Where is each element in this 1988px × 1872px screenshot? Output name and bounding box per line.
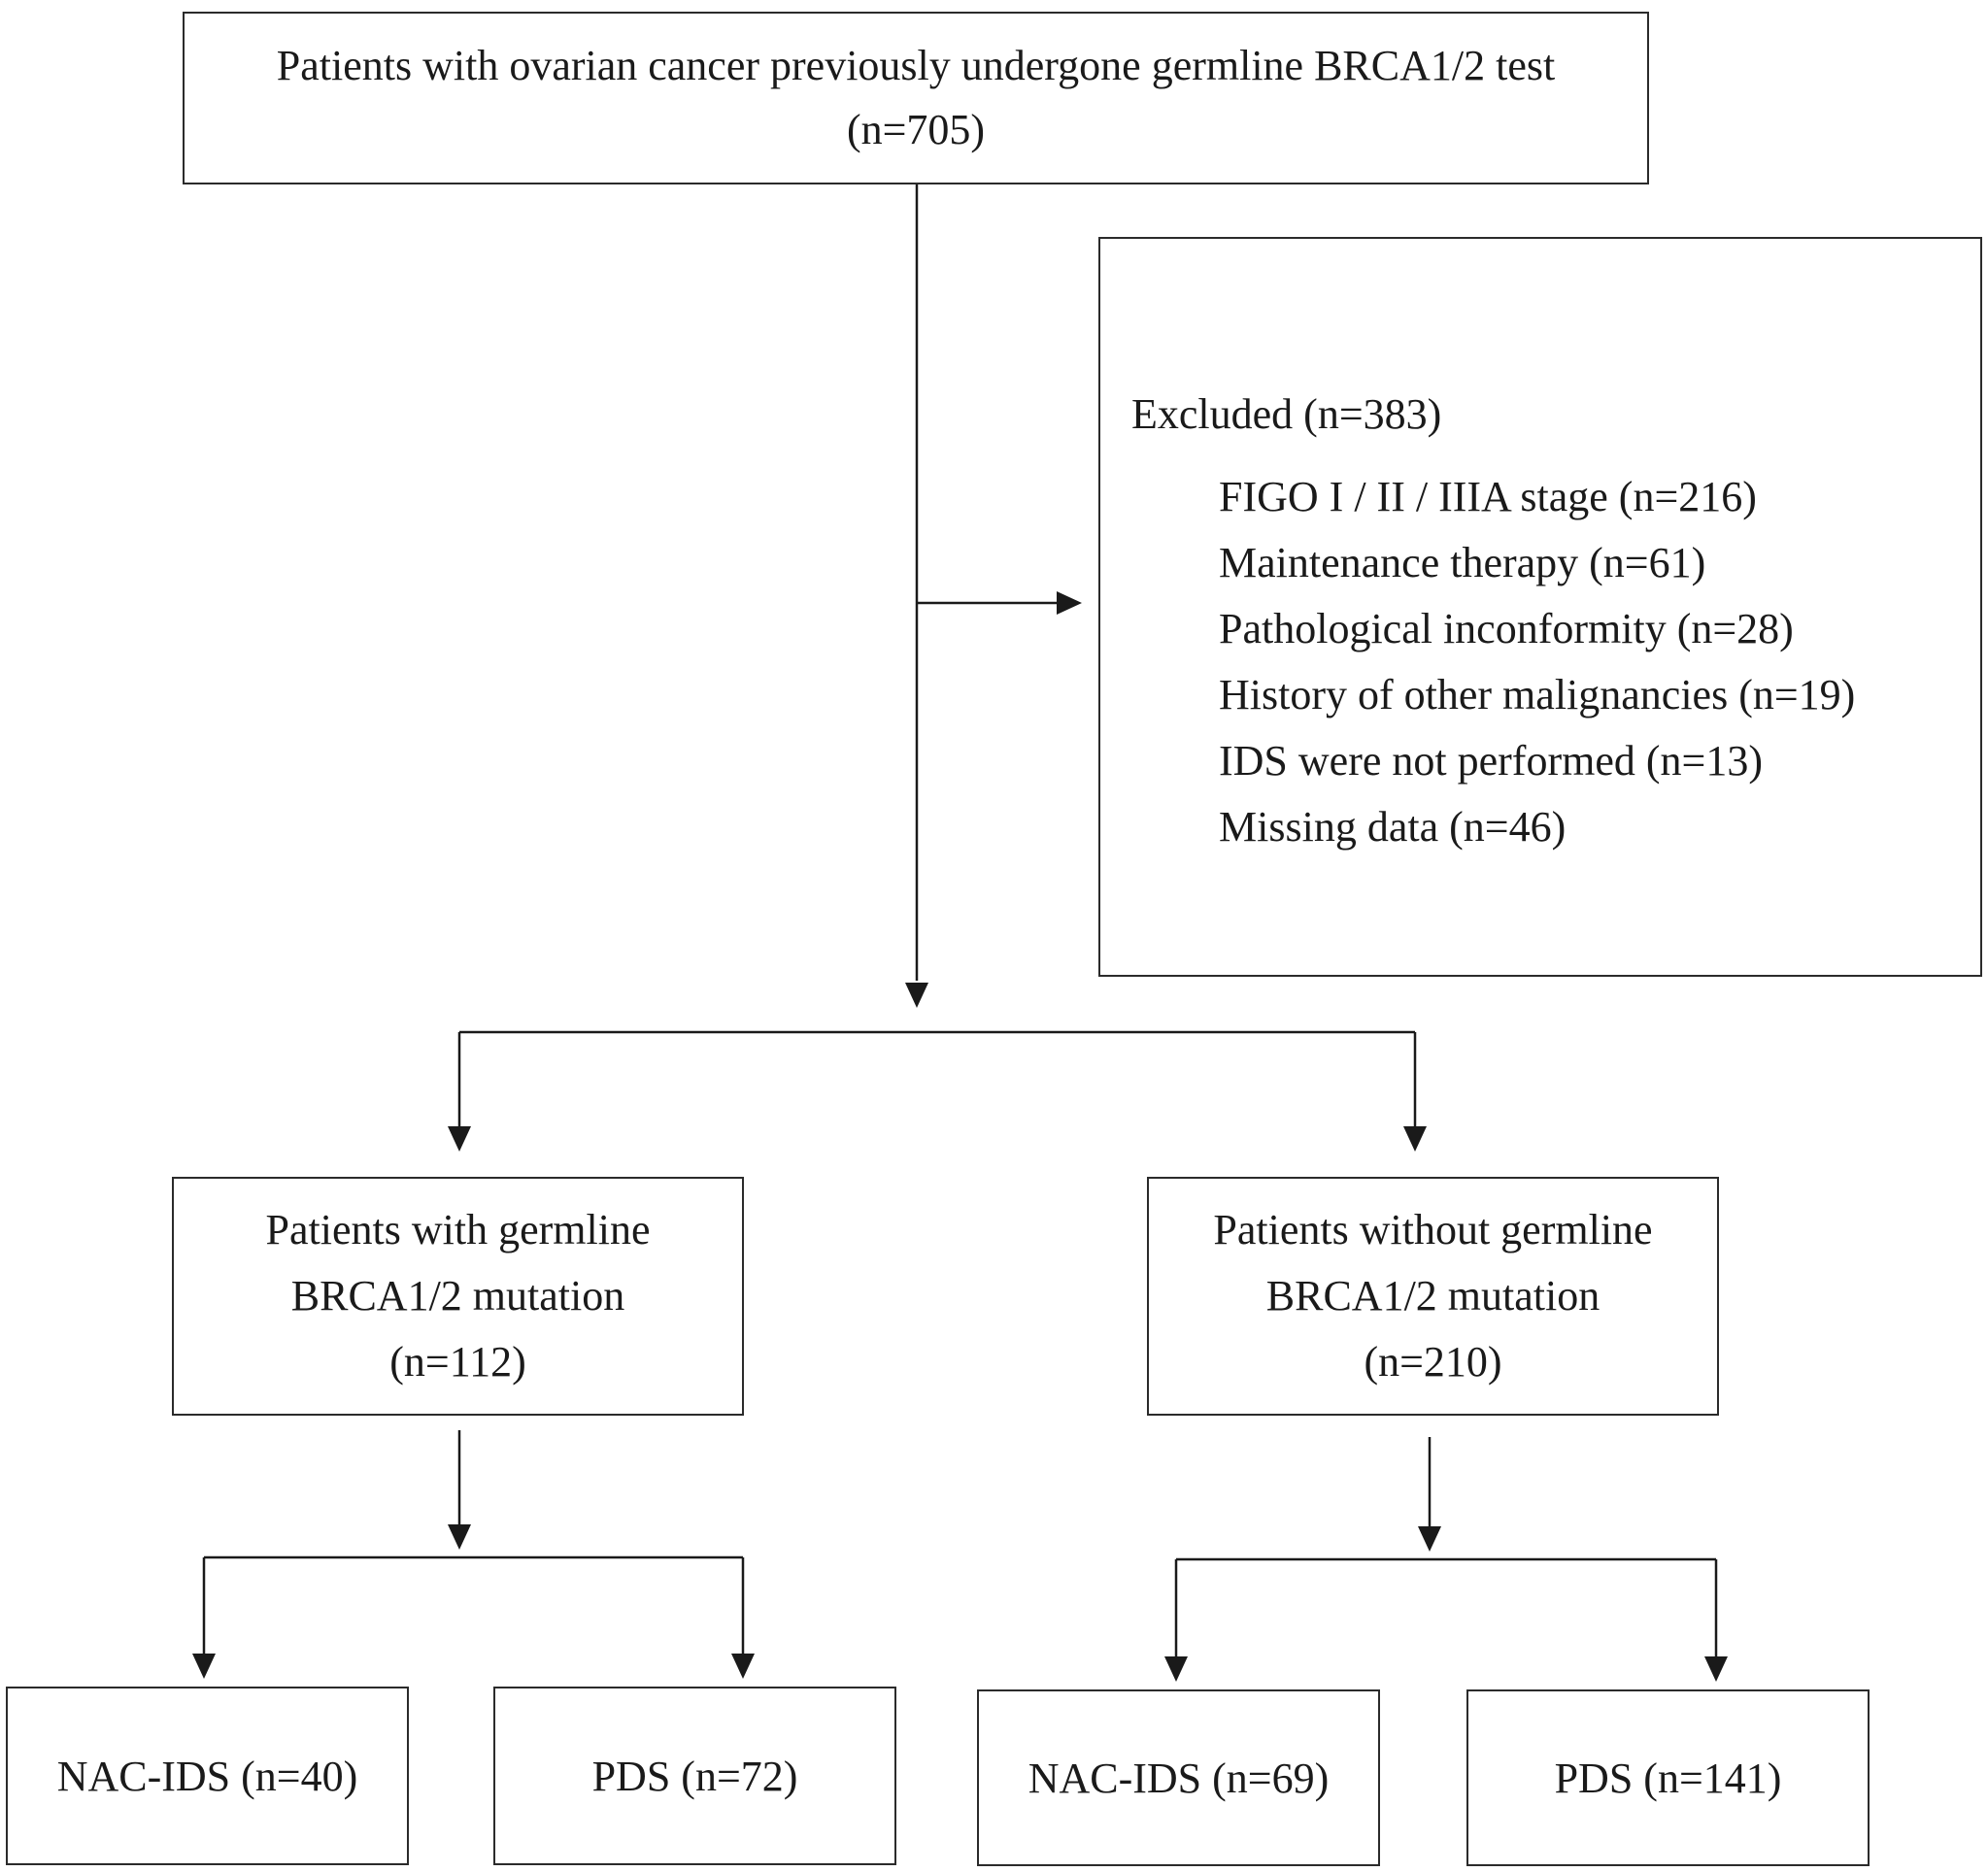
without-mutation-line1: Patients without germline: [1213, 1206, 1653, 1254]
eligible-patients-label: Patients with ovarian cancer previously …: [276, 42, 1556, 89]
with-mutation-pds-box: PDS (n=72): [493, 1687, 896, 1865]
with-mutation-line1: Patients with germline: [265, 1206, 651, 1254]
without-mutation-line2: BRCA1/2 mutation: [1265, 1272, 1601, 1320]
exclusion-reasons-list: FIGO I / II / IIIA stage (n=216) Mainten…: [1219, 464, 1855, 860]
with-mutation-pds-label: PDS (n=72): [591, 1752, 798, 1800]
left-nac-arrowhead: [192, 1654, 216, 1679]
with-mutation-count: (n=112): [389, 1338, 526, 1386]
eligible-patients-box: Patients with ovarian cancer previously …: [183, 12, 1649, 184]
eligible-patients-count: (n=705): [846, 106, 986, 153]
right-pds-arrowhead: [1704, 1656, 1728, 1682]
without-mutation-pds-label: PDS (n=141): [1554, 1754, 1782, 1802]
exclusion-reason-figo-stage: FIGO I / II / IIIA stage (n=216): [1219, 473, 1757, 520]
without-mutation-box: Patients without germline BRCA1/2 mutati…: [1147, 1177, 1719, 1416]
with-mutation-nac-ids-label: NAC-IDS (n=40): [56, 1752, 358, 1800]
without-mutation-nac-ids-box: NAC-IDS (n=69): [977, 1689, 1380, 1866]
exclusion-arrowhead: [1057, 591, 1082, 615]
exclusion-reason-other-malignancies: History of other malignancies (n=19): [1219, 671, 1856, 719]
exclusion-reason-missing-data: Missing data (n=46): [1219, 803, 1567, 851]
with-mutation-nac-ids-box: NAC-IDS (n=40): [6, 1687, 409, 1865]
excluded-title: Excluded (n=383): [1131, 390, 1442, 438]
without-mutation-nac-ids-label: NAC-IDS (n=69): [1028, 1754, 1330, 1802]
trunk-arrowhead: [905, 983, 928, 1008]
excluded-box: Excluded (n=383) FIGO I / II / IIIA stag…: [1098, 237, 1982, 977]
right-branch-arrowhead: [1403, 1126, 1427, 1152]
left-down-arrowhead: [448, 1524, 471, 1550]
without-mutation-pds-box: PDS (n=141): [1466, 1689, 1870, 1866]
right-nac-arrowhead: [1164, 1656, 1188, 1682]
left-pds-arrowhead: [731, 1654, 755, 1679]
right-down-arrowhead: [1418, 1526, 1441, 1552]
with-mutation-line2: BRCA1/2 mutation: [290, 1272, 625, 1320]
exclusion-reason-maintenance: Maintenance therapy (n=61): [1219, 539, 1706, 586]
left-branch-arrowhead: [448, 1126, 471, 1152]
with-mutation-box: Patients with germline BRCA1/2 mutation …: [172, 1177, 744, 1416]
exclusion-reason-ids-not-performed: IDS were not performed (n=13): [1219, 737, 1763, 785]
exclusion-reason-pathological: Pathological inconformity (n=28): [1219, 605, 1794, 652]
without-mutation-count: (n=210): [1364, 1338, 1502, 1386]
